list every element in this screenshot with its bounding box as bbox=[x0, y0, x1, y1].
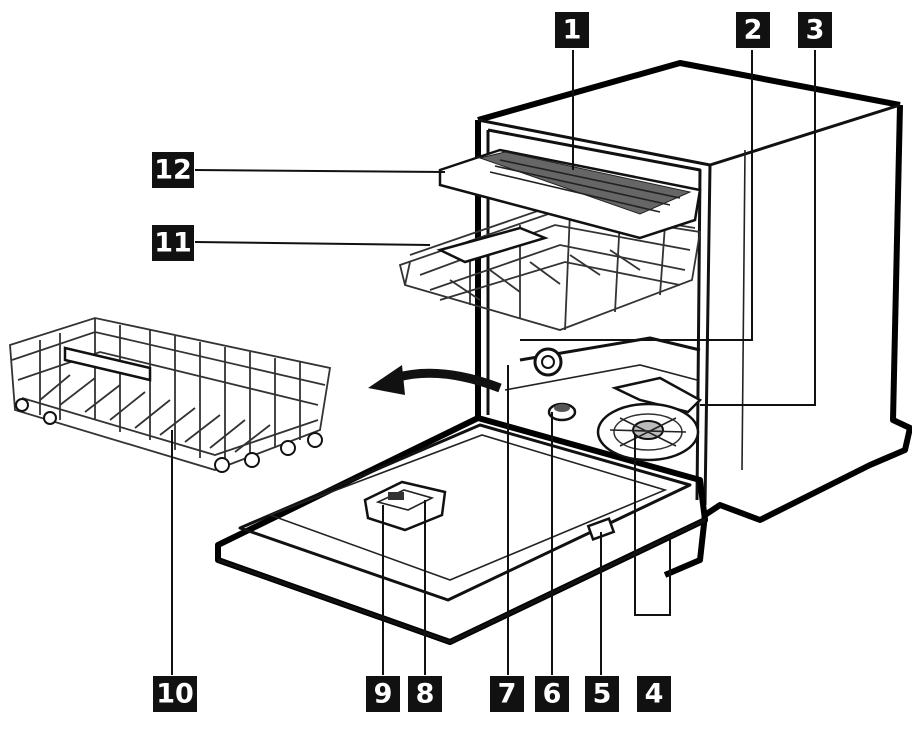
callout-label-11: 11 bbox=[152, 225, 194, 261]
remove-arrow bbox=[368, 365, 502, 395]
callout-text-11: 11 bbox=[154, 228, 192, 259]
callout-label-2: 2 bbox=[736, 12, 770, 48]
callout-text-5: 5 bbox=[593, 679, 612, 710]
callout-label-8: 8 bbox=[408, 676, 442, 712]
callout-label-5: 5 bbox=[585, 676, 619, 712]
detergent-dispenser bbox=[363, 480, 447, 532]
callout-label-10: 10 bbox=[153, 676, 197, 712]
callout-text-2: 2 bbox=[744, 15, 763, 46]
callout-label-6: 6 bbox=[535, 676, 569, 712]
callout-text-12: 12 bbox=[154, 155, 192, 186]
callout-label-3: 3 bbox=[798, 12, 832, 48]
callout-text-10: 10 bbox=[156, 679, 194, 710]
callout-label-1: 1 bbox=[555, 12, 589, 48]
dishwasher-door bbox=[215, 415, 708, 645]
callout-label-4: 4 bbox=[637, 676, 671, 712]
interior-parts bbox=[533, 347, 703, 462]
lower-spray-arm bbox=[611, 376, 703, 414]
callout-text-1: 1 bbox=[563, 15, 582, 46]
callout-text-3: 3 bbox=[806, 15, 825, 46]
cutlery-tray bbox=[438, 148, 702, 240]
callout-label-12: 12 bbox=[152, 152, 194, 188]
dishwasher-cabinet bbox=[475, 60, 912, 578]
callout-text-6: 6 bbox=[543, 679, 562, 710]
callout-text-4: 4 bbox=[645, 679, 664, 710]
leader-lines bbox=[171, 50, 816, 675]
callout-label-7: 7 bbox=[490, 676, 524, 712]
upper-basket bbox=[398, 204, 702, 331]
callout-text-8: 8 bbox=[416, 679, 435, 710]
door-latch bbox=[586, 517, 616, 541]
callout-text-9: 9 bbox=[374, 679, 393, 710]
lower-basket bbox=[9, 317, 332, 473]
callout-label-9: 9 bbox=[366, 676, 400, 712]
callout-text-7: 7 bbox=[498, 679, 517, 710]
